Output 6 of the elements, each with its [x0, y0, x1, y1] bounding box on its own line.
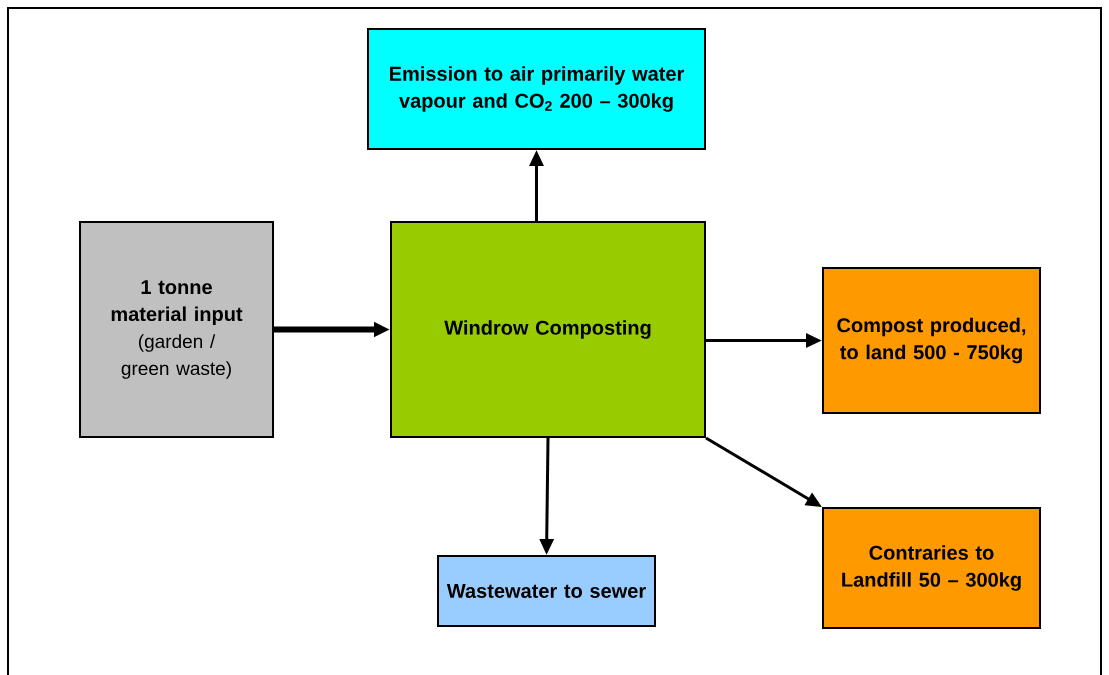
process-box: Windrow Composting — [390, 221, 706, 438]
input-box: 1 tonne material input (garden / green waste) — [79, 221, 274, 438]
result-box: Contraries to Landfill 50 – 300kg — [822, 507, 1041, 629]
result-box: Emission to air primarily water vapour and CO$_{2}$ 200 – 300kg — [367, 28, 706, 150]
result-box: Compost produced, to land 500 - 750kg — [822, 267, 1041, 414]
result-box: Wastewater to sewer — [437, 555, 656, 627]
